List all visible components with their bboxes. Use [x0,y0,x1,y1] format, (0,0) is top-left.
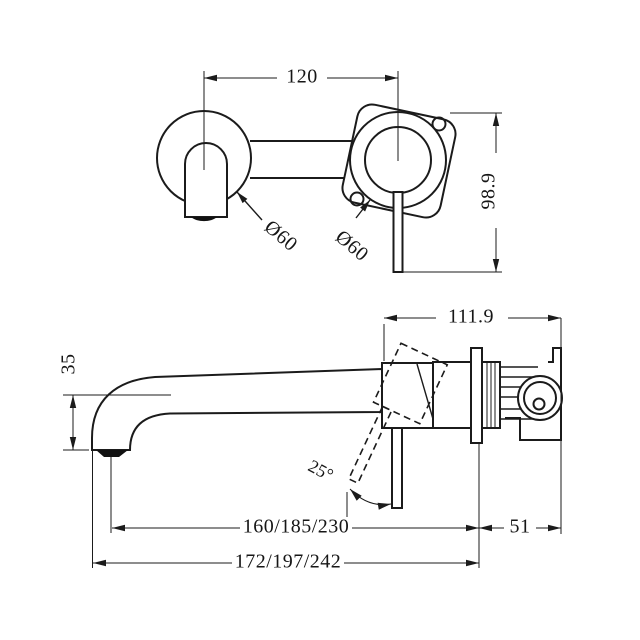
cartridge-body [432,361,472,429]
front-view: 120 98.9 Ø60 Ø60 [156,66,502,273]
screw-hole-bottom-left [349,191,365,207]
spout-profile [91,367,383,451]
arrow-right [466,559,479,567]
arrow-right [466,524,479,532]
leader-arrow [237,192,248,204]
arrow-left [384,314,397,322]
dim-spout-reach: 160/185/230 [110,443,480,568]
arrow-right [385,74,398,82]
arrow-left [112,524,125,532]
leader-arrow [360,200,370,212]
spout-outlet-front [184,142,228,218]
arrow-left [93,559,106,567]
dim-body-depth: 111.9 [383,306,562,534]
handle-knob-cone-line [416,363,434,420]
dim-wall-section: 51 [479,516,561,538]
dim-label-spout-drop: 35 [58,354,80,375]
dim-label-wall-section: 51 [510,516,531,538]
aerator-front [191,217,217,222]
dim-overall-reach: 172/197/242 [92,450,479,573]
arrow-up [492,113,500,126]
dim-label-right-diameter: Ø60 [331,226,373,266]
arrow-up [69,395,77,408]
dim-label-handle-angle: 25° [305,456,337,485]
dim-overall-height: 98.9 [403,112,502,273]
valve-screw-circle [532,397,546,411]
wall-plate-side [470,347,483,444]
dim-handle-angle: 25° [305,456,392,510]
arc-arrow-left [350,489,362,501]
dim-label-left-diameter: Ø60 [260,216,302,256]
side-view: 25° 35 111.9 160/185/2 [58,306,563,573]
dim-spout-drop: 35 [58,354,89,451]
dim-right-diameter: Ø60 [331,199,373,266]
handle-lever-front [392,191,404,273]
arrow-down [69,437,77,450]
handle-rotated-phantom [347,342,449,485]
dim-label-hole-spacing: 120 [286,66,318,88]
dim-left-diameter: Ø60 [236,191,302,256]
arrow-left [204,74,217,82]
handle-lever-side [391,427,403,509]
dim-label-overall-height: 98.9 [478,173,500,210]
dim-label-body-depth: 111.9 [448,306,494,328]
dim-label-spout-reach: 160/185/230 [243,516,350,538]
arrow-down [492,259,500,272]
dim-hole-spacing: 120 [204,66,398,88]
arrow-right [548,314,561,322]
aerator-side [96,450,128,457]
dim-label-overall-reach: 172/197/242 [235,551,342,573]
screw-hole-top-right [431,116,447,132]
arrow-left [479,524,492,532]
arc-arrow-right [377,502,391,510]
arrow-right [548,524,561,532]
